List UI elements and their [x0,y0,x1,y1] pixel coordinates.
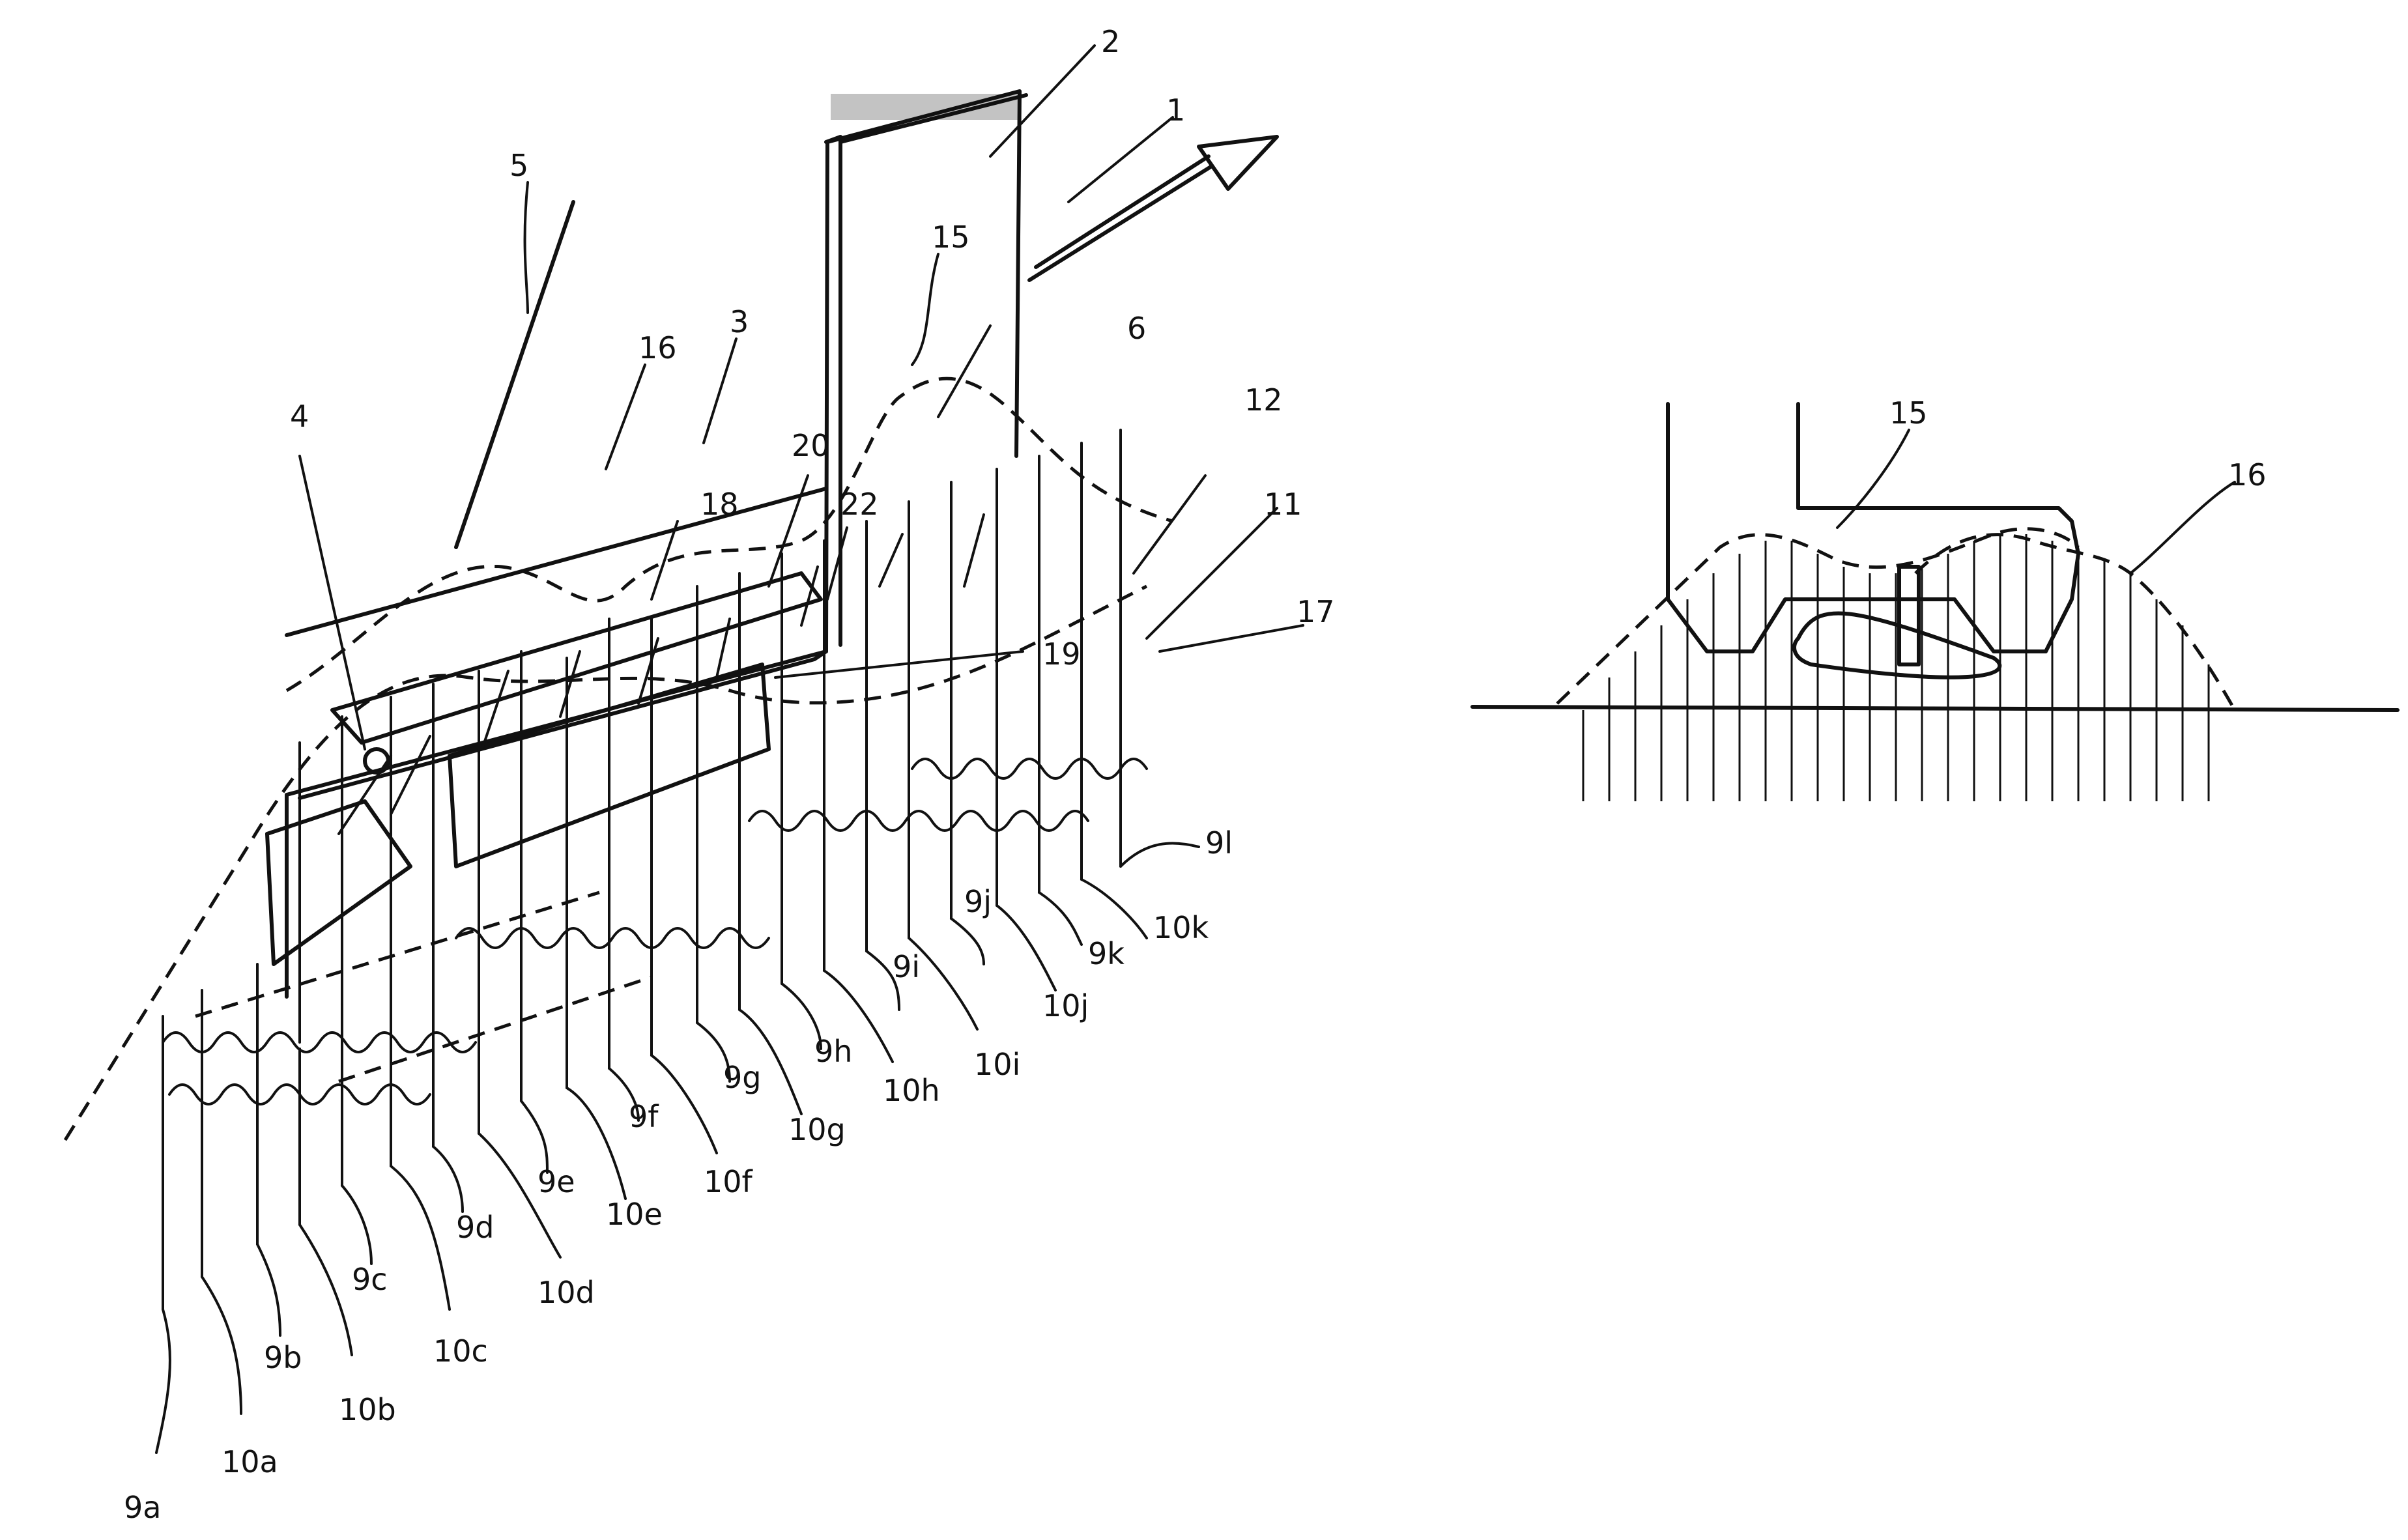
label-10i: 10i [974,1047,1020,1082]
label-10d: 10d [538,1275,595,1310]
needle-butt [1897,565,1921,666]
direction-arrow [1027,135,1279,282]
label-ref-2: 2 [1101,24,1120,59]
label-10j: 10j [1042,988,1089,1023]
label-9l: 9l [1205,825,1233,861]
label-9k: 9k [1088,936,1125,971]
detail-curve-15 [1556,527,2080,705]
needle-row [162,429,1122,1311]
label-ref-15: 15 [932,220,970,255]
label-ref-5: 5 [509,148,528,183]
label-ref-1: 1 [1166,93,1185,128]
cam-curve-16 [285,377,1173,692]
label-10a: 10a [222,1444,278,1479]
label-9g: 9g [723,1060,761,1095]
label-9c: 9c [352,1262,388,1297]
label-ref-3: 3 [730,304,749,339]
label-ref-12: 12 [1244,382,1283,418]
label-10b: 10b [339,1392,396,1427]
detail-label-ref-16: 16 [2228,457,2267,492]
cam-curve-15 [63,584,1148,1141]
label-9j: 9j [964,884,992,919]
label-ref-16: 16 [638,330,677,365]
label-10f: 10f [704,1164,754,1199]
label-ref-18: 18 [700,487,739,522]
label-9f: 9f [629,1099,659,1134]
detail-leader-15 [1836,429,1910,529]
detail-leader-16 [2129,481,2236,575]
rod-5 [454,200,575,549]
knitted-fabric [162,758,1148,1105]
detail-curve-16 [1914,533,2237,711]
label-9h: 9h [814,1034,852,1069]
label-9d: 9d [456,1210,494,1245]
main-view: 2 1 5 15 3 16 6 12 4 20 18 22 11 17 19 9… [63,24,1335,1525]
cam-outline [1666,402,2080,653]
label-9i: 9i [893,949,920,984]
detail-label-ref-15: 15 [1889,395,1928,431]
label-ref-20: 20 [792,428,830,463]
label-9a: 9a [124,1490,161,1525]
detail-needles [1582,534,2210,801]
cam-curve-lower [195,891,652,1083]
label-9e: 9e [538,1164,575,1199]
label-ref-4: 4 [290,399,309,434]
leader-lines [298,44,1304,750]
label-ref-17: 17 [1297,594,1335,629]
label-ref-6: 6 [1127,311,1146,346]
pivot-4 [363,747,390,775]
cam-carriage [285,89,1028,999]
cam-slot-18 [265,571,823,966]
label-10g: 10g [788,1112,846,1147]
detail-view: 15 16 [1470,395,2400,801]
cam-lever [1792,611,2002,679]
label-10e: 10e [606,1197,663,1232]
label-9b: 9b [264,1340,302,1375]
label-10c: 10c [433,1333,488,1369]
baseline [1470,705,2400,712]
label-10h: 10h [883,1073,940,1108]
label-10k: 10k [1153,910,1209,945]
label-ref-19: 19 [1042,636,1081,672]
label-ref-22: 22 [840,487,879,522]
label-ref-11: 11 [1264,487,1302,522]
needle-leaders [155,842,1200,1454]
